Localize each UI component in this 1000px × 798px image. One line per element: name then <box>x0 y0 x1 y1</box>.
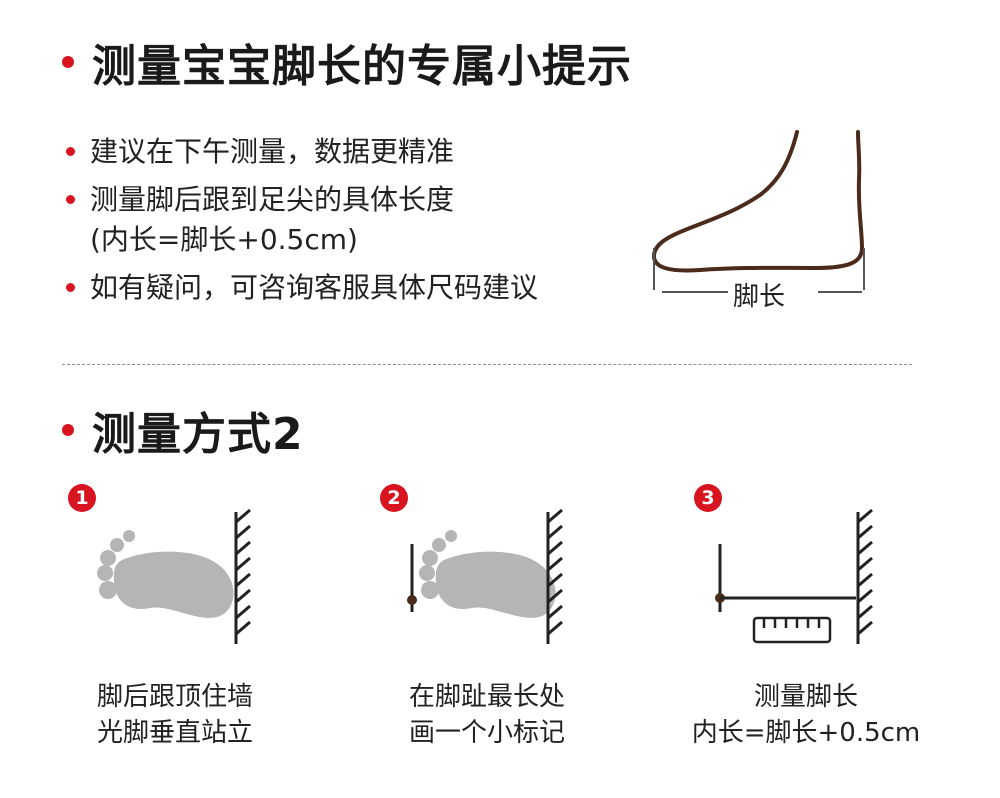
wall-icon <box>546 508 563 644</box>
page-title: 测量宝宝脚长的专属小提示 <box>92 41 632 92</box>
caption-line: 测量脚长 <box>753 682 858 712</box>
wall-icon <box>234 508 251 644</box>
footprint-icon <box>97 530 234 618</box>
measure-length-illustration <box>715 508 873 644</box>
caption-line: 光脚垂直站立 <box>96 718 253 748</box>
wall-icon <box>856 508 873 644</box>
step-3: 3 测量脚长 内长=脚长+0.5cm <box>686 484 986 784</box>
red-dot-icon <box>62 424 74 436</box>
foot-outline-icon <box>652 130 865 273</box>
tip-item: 测量脚后跟到足尖的具体长度 <box>64 180 624 220</box>
step-number-badge: 3 <box>694 484 722 512</box>
section-title-tips: 测量宝宝脚长的专属小提示 <box>62 30 632 94</box>
bullet-icon <box>66 283 75 292</box>
step-1: 1 脚后跟顶住墙 光脚垂直站立 <box>60 484 360 784</box>
mark-dot-icon <box>407 595 417 605</box>
bullet-icon <box>66 147 75 156</box>
ruler-icon <box>752 616 832 644</box>
step-caption: 脚后跟顶住墙 光脚垂直站立 <box>60 679 290 751</box>
section-heading: 测量方式2 <box>92 409 304 460</box>
tip-item-note: (内长=脚长+0.5cm) <box>64 220 624 260</box>
footprint-against-wall-illustration <box>97 508 251 644</box>
foot-outline-illustration <box>652 130 865 293</box>
caption-line: 脚后跟顶住墙 <box>96 682 253 712</box>
dashed-divider <box>62 364 912 365</box>
step-caption: 在脚趾最长处 画一个小标记 <box>372 679 602 751</box>
foot-length-label: 脚长 <box>733 282 786 312</box>
tip-item: 建议在下午测量，数据更精准 <box>64 132 624 172</box>
step-number-badge: 2 <box>380 484 408 512</box>
step-number-badge: 1 <box>68 484 96 512</box>
tip-text: 测量脚后跟到足尖的具体长度 <box>90 183 455 216</box>
tip-text: 如有疑问，可咨询客服具体尺码建议 <box>90 271 539 304</box>
caption-line: 画一个小标记 <box>408 718 565 748</box>
mark-toe-illustration <box>407 508 563 644</box>
step-2: 2 在脚趾最长处 画一个小标记 <box>372 484 672 784</box>
tip-text: (内长=脚长+0.5cm) <box>90 223 358 256</box>
tip-text: 建议在下午测量，数据更精准 <box>90 135 455 168</box>
caption-line: 内长=脚长+0.5cm <box>691 718 921 748</box>
section-title-method: 测量方式2 <box>62 398 304 462</box>
red-dot-icon <box>62 56 74 68</box>
tip-item: 如有疑问，可咨询客服具体尺码建议 <box>64 268 624 308</box>
caption-line: 在脚趾最长处 <box>408 682 565 712</box>
footprint-icon <box>419 530 556 618</box>
bullet-icon <box>66 195 75 204</box>
tips-list: 建议在下午测量，数据更精准 测量脚后跟到足尖的具体长度 (内长=脚长+0.5cm… <box>64 132 624 308</box>
step-caption: 测量脚长 内长=脚长+0.5cm <box>686 679 926 751</box>
